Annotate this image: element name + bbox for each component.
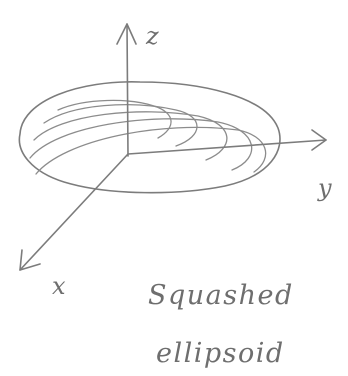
z-axis-line xyxy=(127,24,128,156)
contour-line-4 xyxy=(30,119,252,170)
caption-line-2: ellipsoid xyxy=(156,338,285,369)
caption-line-1: Squashed xyxy=(148,280,294,311)
x-axis-label: x xyxy=(52,272,66,300)
z-axis-label: z xyxy=(145,22,159,50)
ellipsoid-outline xyxy=(19,82,280,193)
contour-line-2 xyxy=(44,105,197,146)
y-axis-label: y xyxy=(317,174,332,202)
x-axis-line xyxy=(20,154,128,270)
